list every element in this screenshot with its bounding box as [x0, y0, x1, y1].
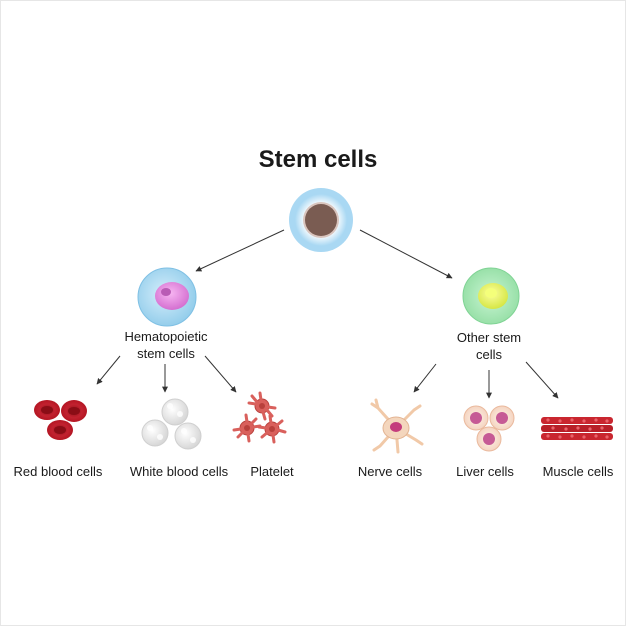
red-blood-cells-label: Red blood cells [13, 464, 103, 479]
arrows [96, 229, 559, 399]
white-blood-cells-label: White blood cells [129, 464, 229, 479]
arrow-stem-to-other [359, 229, 453, 279]
arrow-hemato-to-red [96, 355, 121, 385]
stem-cell-icon [289, 188, 353, 252]
diagram-title: Stem cells [258, 146, 378, 173]
nerve-cells-label: Nerve cells [357, 464, 423, 479]
liver-cells-icon [463, 405, 515, 452]
arrow-other-to-muscle [525, 361, 559, 399]
arrow-stem-to-hematopoietic [195, 229, 285, 272]
nerve-cell-icon [370, 398, 424, 454]
liver-cells-label: Liver cells [456, 464, 514, 479]
platelet-icon [232, 391, 287, 444]
other-stem-cell-icon [462, 267, 520, 325]
arrow-hemato-to-platelet [204, 355, 237, 393]
hematopoietic-label-line1: Hematopoietic [124, 329, 208, 344]
muscle-cells-label: Muscle cells [542, 464, 614, 479]
hematopoietic-label: Hematopoietic stem cells [116, 328, 216, 362]
red-blood-cells-icon [34, 400, 87, 440]
other-stem-label-line2: cells [475, 347, 502, 362]
hematopoietic-label-line2: stem cells [137, 346, 195, 361]
other-stem-label: Other stem cells [441, 329, 537, 363]
muscle-cells-icon [541, 417, 613, 440]
platelet-label: Platelet [250, 464, 294, 479]
other-stem-label-line1: Other stem [456, 330, 522, 345]
hematopoietic-stem-cell-icon [137, 267, 197, 327]
white-blood-cells-icon [141, 398, 202, 450]
arrow-other-to-nerve [413, 363, 437, 393]
